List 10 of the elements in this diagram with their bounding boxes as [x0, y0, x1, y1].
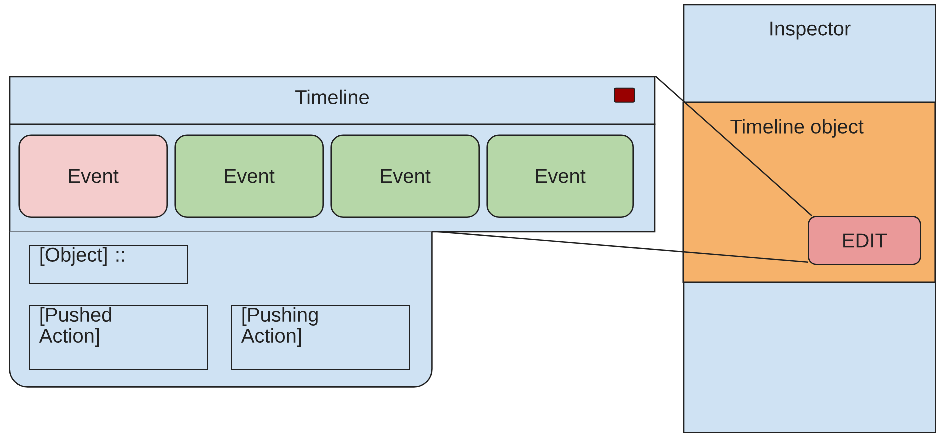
- field-box: [Object] ::: [29, 245, 188, 284]
- edit-button: EDIT: [808, 216, 922, 266]
- event-box: Event: [174, 134, 324, 218]
- event-box: Event: [486, 134, 634, 218]
- field-box: [Pushing Action]: [231, 305, 410, 370]
- event-box: Event: [18, 134, 168, 218]
- field-box: [Pushed Action]: [29, 305, 208, 370]
- connector-line: [655, 76, 812, 217]
- connector-line: [437, 231, 808, 263]
- event-box: Event: [330, 134, 480, 218]
